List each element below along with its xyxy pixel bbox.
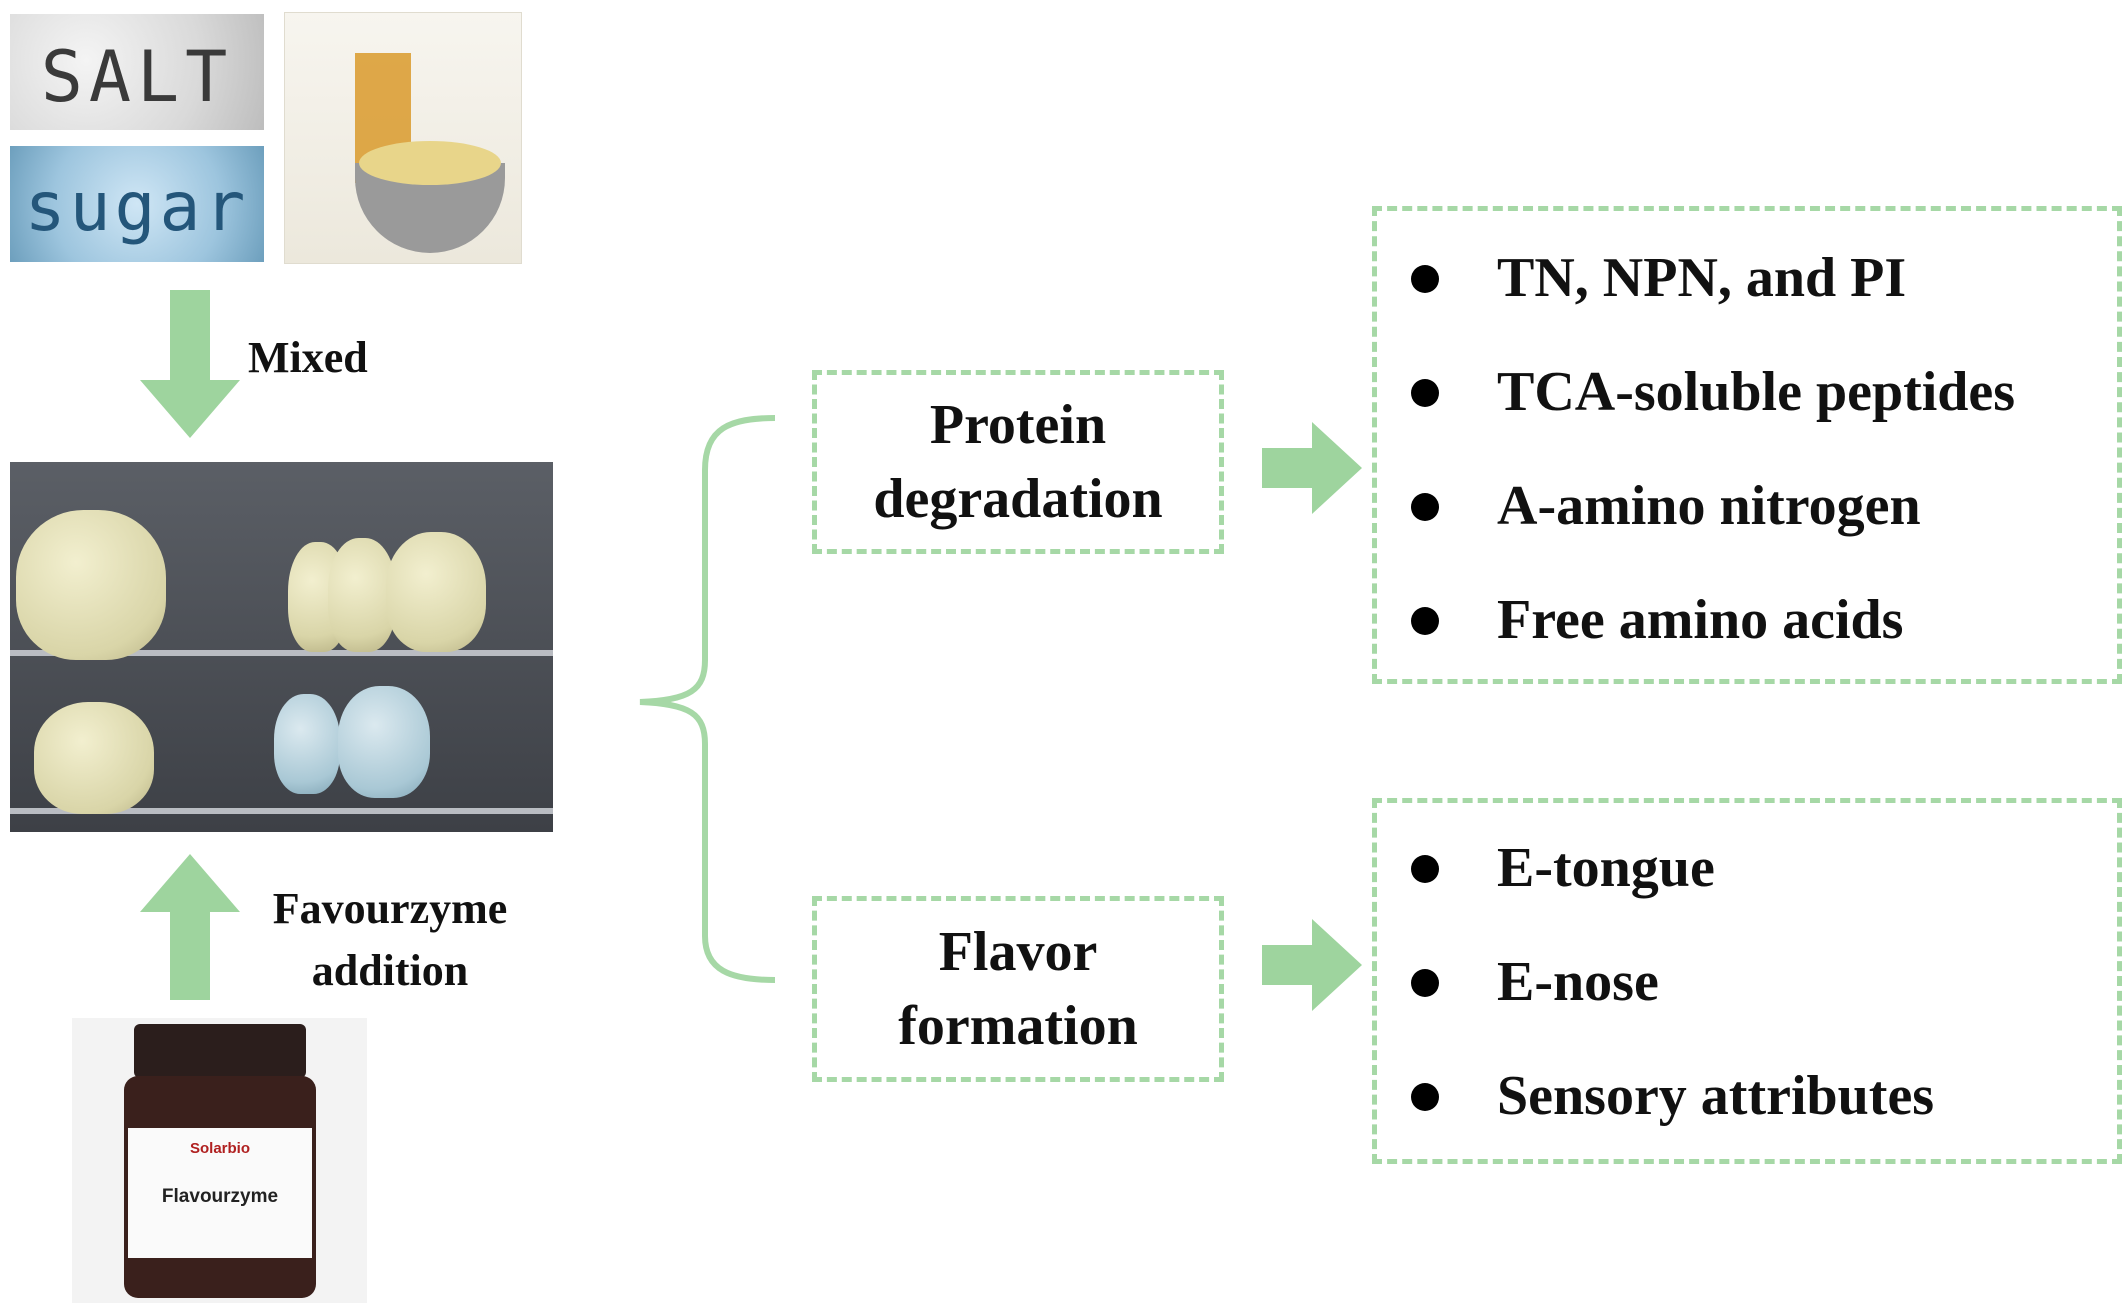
- list-item-label: E-nose: [1497, 951, 1659, 1013]
- flavor-right-arrow: [1262, 919, 1362, 1011]
- salt-text: SALT: [40, 36, 234, 118]
- pickle-jar: [338, 686, 430, 798]
- flavor-line2: formation: [898, 995, 1138, 1057]
- bottle-label: [128, 1128, 312, 1258]
- protein-line1: Protein: [929, 394, 1107, 456]
- flour-powder: [359, 141, 501, 185]
- favourzyme-line2: addition: [311, 946, 469, 995]
- list-item-label: TCA-soluble peptides: [1497, 361, 2016, 423]
- bullet-icon: [1411, 493, 1439, 521]
- bottle-product-text: Flavourzyme: [161, 1186, 279, 1207]
- lower-shelf: [10, 808, 553, 814]
- bullet-icon: [1411, 265, 1439, 293]
- pickle-jar: [386, 532, 486, 652]
- list-item-label: Sensory attributes: [1497, 1065, 1935, 1127]
- list-item: Sensory attributes: [1377, 1039, 2117, 1153]
- protein-measures-list: TN, NPN, and PI TCA-soluble peptides A-a…: [1377, 221, 2117, 677]
- list-item: TN, NPN, and PI: [1377, 221, 2117, 335]
- pickle-jar: [274, 694, 340, 794]
- flavor-measures-list: E-tongue E-nose Sensory attributes: [1377, 811, 2117, 1153]
- bullet-icon: [1411, 607, 1439, 635]
- bottle-cap: [134, 1024, 306, 1078]
- list-item: TCA-soluble peptides: [1377, 335, 2117, 449]
- sugar-photo: sugar: [10, 146, 264, 262]
- list-item-label: Free amino acids: [1497, 589, 1904, 651]
- bullet-icon: [1411, 969, 1439, 997]
- favourzyme-addition-label: Favourzyme addition: [250, 878, 530, 1002]
- protein-right-arrow: [1262, 422, 1362, 514]
- flour-package-photo: [284, 12, 522, 264]
- list-item: E-tongue: [1377, 811, 2117, 925]
- branch-brace: [639, 415, 776, 983]
- list-item-label: A-amino nitrogen: [1497, 475, 1921, 537]
- pickle-jar: [328, 538, 396, 652]
- mixed-down-arrow: [140, 290, 240, 438]
- flavor-formation-box: Flavor formation: [812, 896, 1224, 1082]
- upper-shelf: [10, 650, 553, 656]
- bullet-icon: [1411, 1083, 1439, 1111]
- list-item: A-amino nitrogen: [1377, 449, 2117, 563]
- bullet-icon: [1411, 379, 1439, 407]
- list-item: Free amino acids: [1377, 563, 2117, 677]
- list-item: E-nose: [1377, 925, 2117, 1039]
- pickle-jar: [34, 702, 154, 814]
- protein-degradation-box: Protein degradation: [812, 370, 1224, 554]
- flavourzyme-bottle-photo: Solarbio Flavourzyme: [72, 1018, 367, 1303]
- salt-photo: SALT: [10, 14, 264, 130]
- flavor-line1: Flavor: [938, 921, 1098, 983]
- pickle-jar: [16, 510, 166, 660]
- list-item-label: TN, NPN, and PI: [1497, 247, 1907, 309]
- bottle-brand-text: Solarbio: [189, 1140, 250, 1157]
- list-item-label: E-tongue: [1497, 837, 1715, 899]
- favourzyme-line1: Favourzyme: [272, 884, 508, 933]
- flavor-measures-box: E-tongue E-nose Sensory attributes: [1372, 798, 2122, 1164]
- mixed-label: Mixed: [248, 333, 368, 382]
- bullet-icon: [1411, 855, 1439, 883]
- favourzyme-up-arrow: [140, 854, 240, 1000]
- protein-measures-box: TN, NPN, and PI TCA-soluble peptides A-a…: [1372, 206, 2122, 684]
- fermentation-cabinet-photo: [10, 462, 553, 832]
- protein-line2: degradation: [873, 468, 1163, 530]
- sugar-text: sugar: [24, 168, 250, 247]
